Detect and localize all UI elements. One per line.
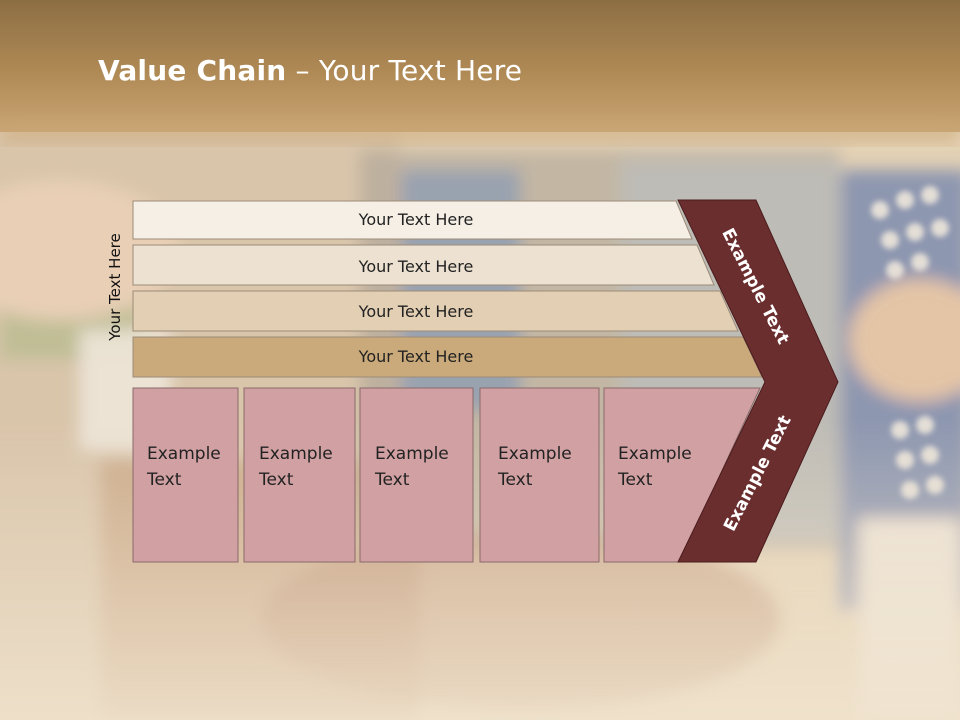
reflection-box-4-line-1: Example — [498, 662, 572, 682]
bar-1 — [132, 200, 693, 240]
reflection-box-1-line-1: Example — [147, 662, 221, 682]
header-band — [0, 0, 960, 132]
box-3-line-1: Example — [375, 444, 449, 464]
box-2-line-2: Text — [258, 470, 294, 490]
reflection-box-5-line-2: Text — [617, 636, 653, 656]
reflection-box-2-line-1: Example — [259, 662, 333, 682]
box-3-line-2: Text — [374, 470, 410, 490]
box-2 — [243, 387, 356, 563]
reflection-box-2-line-2: Text — [258, 636, 294, 656]
diagram-reflection: Example Text Example Text Example Text E… — [133, 564, 828, 720]
title-rest: – Your Text Here — [286, 54, 523, 87]
box-1-line-2: Text — [146, 470, 182, 490]
chevron-arrow — [677, 199, 839, 563]
box-1 — [132, 387, 239, 563]
bar-2 — [132, 244, 715, 286]
box-4 — [479, 387, 600, 563]
box-5-line-2: Text — [617, 470, 653, 490]
box-2-line-1: Example — [259, 444, 333, 464]
reflection-box-3-line-1: Example — [375, 662, 449, 682]
title-bold: Value Chain — [98, 54, 287, 87]
box-3 — [359, 387, 474, 563]
bar-3-label: Your Text Here — [358, 302, 474, 321]
reflection-box-4-line-2: Text — [497, 636, 533, 656]
reflection-box-5-line-1: Example — [618, 662, 692, 682]
bar-3 — [132, 290, 739, 332]
bar-4 — [132, 336, 763, 378]
bar-2-label: Your Text Here — [358, 257, 474, 276]
bar-4-label: Your Text Here — [358, 347, 474, 366]
reflection-box-1-line-2: Text — [146, 636, 182, 656]
bar-1-label: Your Text Here — [358, 210, 474, 229]
box-4-line-1: Example — [498, 444, 572, 464]
slide-title: Value Chain – Your Text Here — [98, 54, 522, 87]
box-5-line-1: Example — [618, 444, 692, 464]
reflection-box-3-line-2: Text — [374, 636, 410, 656]
box-1-line-1: Example — [147, 444, 221, 464]
box-4-line-2: Text — [497, 470, 533, 490]
